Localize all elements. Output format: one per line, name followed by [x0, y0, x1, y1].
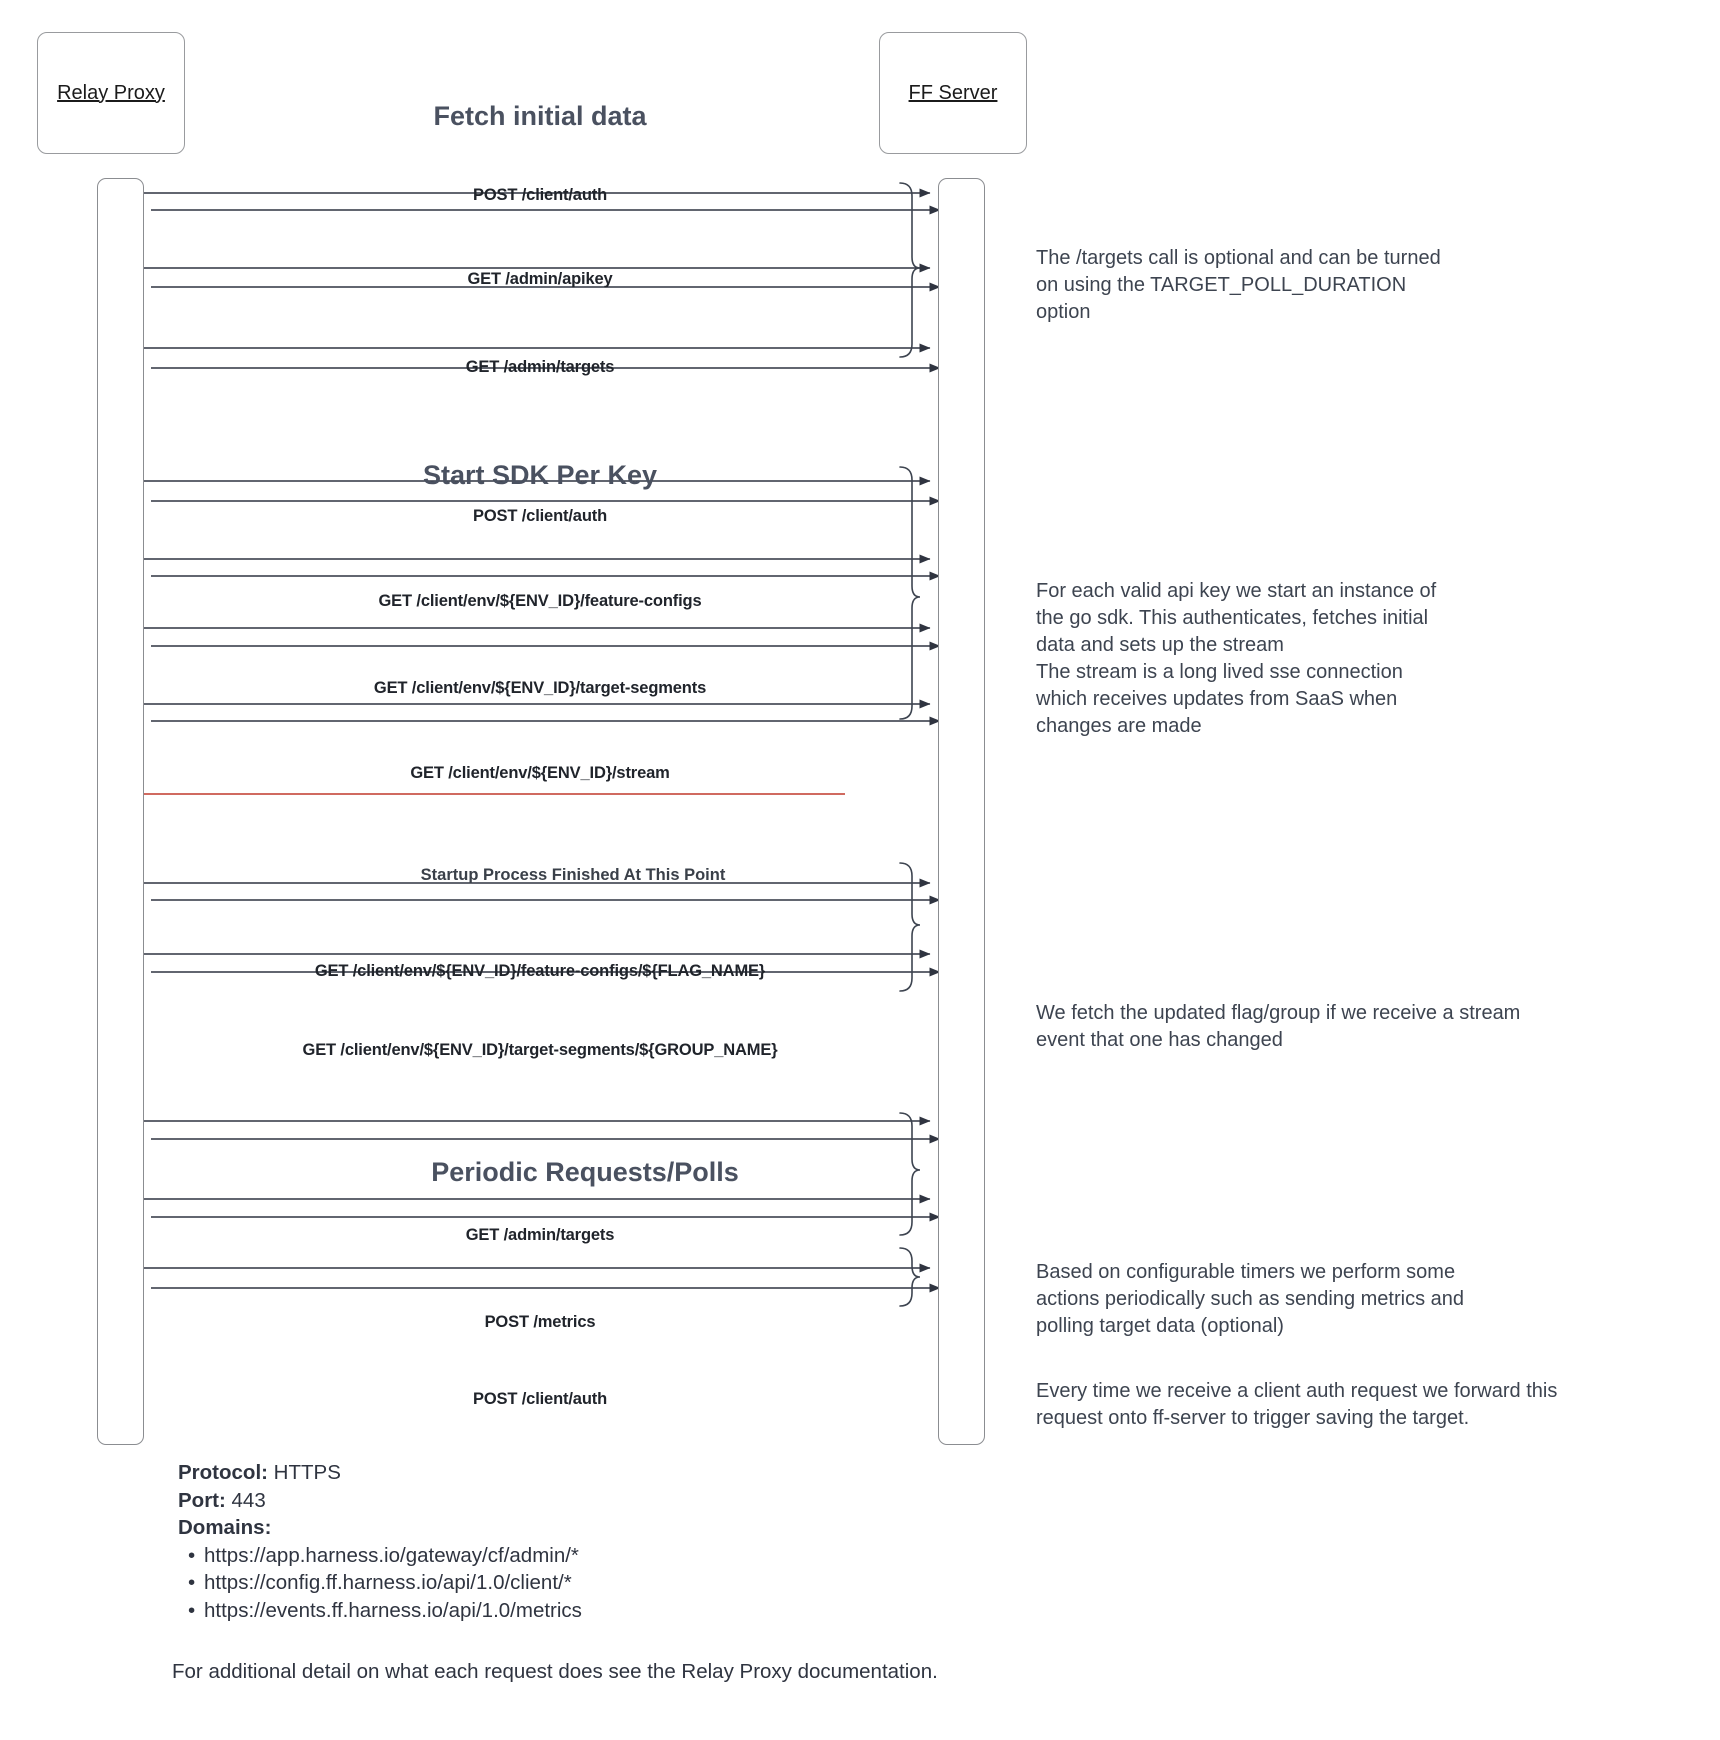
legend-port-value: 443	[231, 1488, 266, 1512]
note-line: polling target data (optional)	[1036, 1315, 1284, 1337]
message-label-get-stream: GET /client/env/${ENV_ID}/stream	[410, 764, 670, 782]
divider-label-startup-finished: Startup Process Finished At This Point	[420, 866, 726, 884]
message-label-get-target-segments: GET /client/env/${ENV_ID}/target-segment…	[373, 679, 707, 697]
note-targets-optional: The /targets call is optional and can be…	[1036, 245, 1506, 326]
legend-port-row: Port: 443	[178, 1487, 878, 1515]
note-line: For each valid api key we start an insta…	[1036, 580, 1437, 602]
participant-box-relay-proxy[interactable]: Relay Proxy	[37, 32, 185, 154]
message-label-get-feature-config-flag: GET /client/env/${ENV_ID}/feature-config…	[314, 962, 766, 980]
lifeline-relay-proxy	[97, 178, 144, 1445]
legend-domains-list: https://app.harness.io/gateway/cf/admin/…	[178, 1542, 878, 1625]
footnote-text: For additional detail on what each reque…	[172, 1660, 938, 1683]
legend-protocol-label: Protocol:	[178, 1461, 268, 1484]
message-label-post-client-auth-2: POST /client/auth	[472, 507, 608, 525]
section-title-start-sdk-per-key: Start SDK Per Key	[422, 460, 658, 490]
message-label-get-admin-targets-2: GET /admin/targets	[465, 1226, 615, 1244]
note-line: We fetch the updated flag/group if we re…	[1036, 1002, 1521, 1024]
note-line: The /targets call is optional and can be…	[1036, 247, 1441, 269]
participant-box-ff-server[interactable]: FF Server	[879, 32, 1027, 154]
note-stream-update: We fetch the updated flag/group if we re…	[1036, 1000, 1636, 1054]
note-line: request onto ff-server to trigger saving…	[1036, 1407, 1470, 1429]
participant-label-ff-server: FF Server	[908, 81, 998, 104]
list-item: https://events.ff.harness.io/api/1.0/met…	[188, 1597, 878, 1625]
note-periodic-timers: Based on configurable timers we perform …	[1036, 1259, 1566, 1340]
message-label-post-metrics: POST /metrics	[484, 1313, 596, 1331]
legend-domains-label: Domains:	[178, 1516, 272, 1539]
note-line: on using the TARGET_POLL_DURATION	[1036, 274, 1407, 296]
note-line: event that one has changed	[1036, 1029, 1283, 1051]
legend-protocol-value: HTTPS	[273, 1461, 341, 1484]
message-arrows	[141, 188, 941, 1293]
legend-protocol-row: Protocol: HTTPS	[178, 1459, 878, 1487]
message-label-post-client-auth-1: POST /client/auth	[472, 186, 608, 204]
note-line: the go sdk. This authenticates, fetches …	[1036, 607, 1429, 629]
note-braces	[899, 182, 921, 1307]
section-title-periodic-requests: Periodic Requests/Polls	[431, 1157, 739, 1187]
note-client-auth-forward: Every time we receive a client auth requ…	[1036, 1378, 1656, 1432]
message-label-get-admin-targets-1: GET /admin/targets	[465, 358, 615, 376]
note-line: Every time we receive a client auth requ…	[1036, 1380, 1558, 1402]
note-line: data and sets up the stream	[1036, 634, 1284, 656]
participant-label-relay-proxy: Relay Proxy	[57, 81, 165, 104]
message-label-post-client-auth-3: POST /client/auth	[472, 1390, 608, 1408]
note-line: The stream is a long lived sse connectio…	[1036, 661, 1403, 683]
message-label-get-target-segment-group: GET /client/env/${ENV_ID}/target-segment…	[302, 1041, 778, 1059]
note-line: which receives updates from SaaS when	[1036, 688, 1398, 710]
message-label-get-admin-apikey: GET /admin/apikey	[467, 270, 613, 288]
legend-port-label: Port:	[178, 1488, 226, 1512]
list-item: https://config.ff.harness.io/api/1.0/cli…	[188, 1569, 878, 1597]
lifeline-ff-server	[938, 178, 985, 1445]
note-line: Based on configurable timers we perform …	[1036, 1261, 1456, 1283]
note-line: option	[1036, 301, 1091, 323]
note-line: changes are made	[1036, 715, 1202, 737]
message-label-get-feature-configs: GET /client/env/${ENV_ID}/feature-config…	[378, 592, 702, 610]
list-item: https://app.harness.io/gateway/cf/admin/…	[188, 1542, 878, 1570]
connection-legend: Protocol: HTTPS Port: 443 Domains: https…	[178, 1459, 878, 1624]
note-sdk-instance: For each valid api key we start an insta…	[1036, 578, 1506, 740]
legend-domains-row: Domains:	[178, 1514, 878, 1542]
section-title-fetch-initial-data: Fetch initial data	[433, 101, 647, 131]
note-line: actions periodically such as sending met…	[1036, 1288, 1464, 1310]
